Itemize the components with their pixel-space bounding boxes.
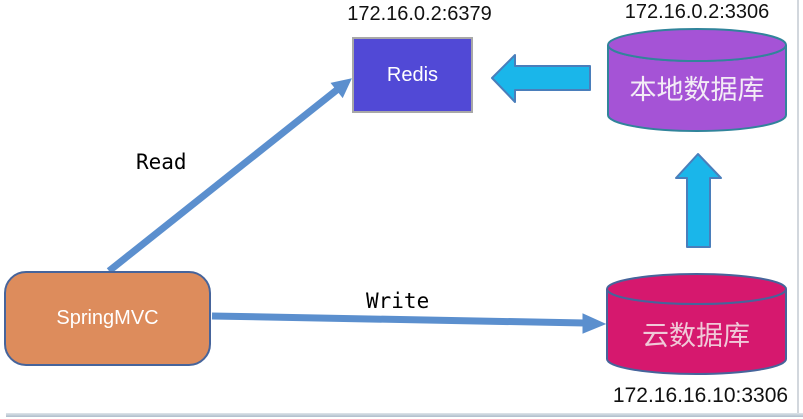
local-db-cylinder-shape <box>607 28 787 132</box>
read-arrow-icon <box>106 78 352 274</box>
redis-node: Redis <box>352 37 473 113</box>
springmvc-node: SpringMVC <box>4 271 211 366</box>
local-db-to-redis-arrow-icon <box>491 54 591 103</box>
cloud-db-address-label: 172.16.16.10:3306 <box>612 384 789 407</box>
write-edge-label: Write <box>366 289 430 313</box>
local-db-node-label: 本地数据库 <box>629 75 765 106</box>
redis-address-label: 172.16.0.2:6379 <box>347 3 492 25</box>
write-arrow-icon <box>211 312 607 334</box>
window-bottom-border <box>6 413 803 417</box>
local-db-address-label: 172.16.0.2:3306 <box>624 1 770 23</box>
read-edge-label: Read <box>136 150 187 174</box>
window-right-border <box>797 0 799 417</box>
redis-node-label: Redis <box>386 63 439 86</box>
cloud-db-cylinder-shape <box>606 273 787 375</box>
cloud-db-to-local-db-arrow-icon <box>675 153 722 248</box>
springmvc-node-label: SpringMVC <box>56 307 159 329</box>
cloud-db-node-label: 云数据库 <box>642 321 750 352</box>
